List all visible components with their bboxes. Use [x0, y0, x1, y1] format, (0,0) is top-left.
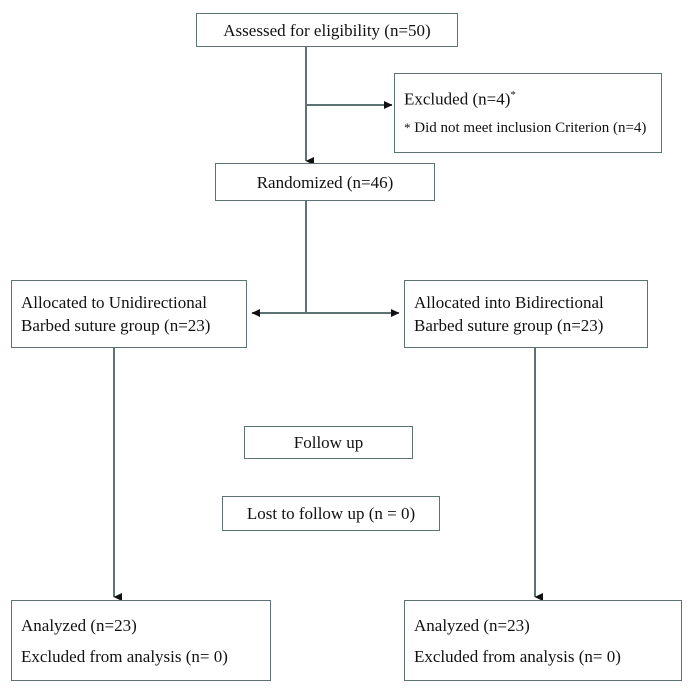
node-analyzed-right-line2: Excluded from analysis (n= 0) [414, 646, 621, 666]
node-excluded: Excluded (n=4)* * Did not meet inclusion… [394, 73, 662, 153]
node-lost-to-follow-up-label: Lost to follow up (n = 0) [246, 504, 416, 523]
node-allocated-unidirectional: Allocated to Unidirectional Barbed sutur… [11, 280, 247, 348]
node-assessed-label: Assessed for eligibility (n=50) [223, 20, 431, 40]
node-assessed-for-eligibility: Assessed for eligibility (n=50) [196, 13, 458, 47]
node-analyzed-left-line1: Analyzed (n=23) [21, 615, 137, 635]
node-analyzed-left-line2: Excluded from analysis (n= 0) [21, 646, 228, 666]
node-excluded-line1-text: Excluded (n=4) [404, 89, 511, 109]
node-allocated-unidirectional-line1: Allocated to Unidirectional [21, 293, 207, 312]
node-lost-to-follow-up: Lost to follow up (n = 0) [222, 496, 440, 531]
node-allocated-bidirectional-line2: Barbed suture group (n=23) [414, 316, 604, 335]
node-allocated-unidirectional-line2: Barbed suture group (n=23) [21, 316, 211, 335]
node-allocated-bidirectional: Allocated into Bidirectional Barbed sutu… [404, 280, 648, 348]
node-analyzed-right: Analyzed (n=23) Excluded from analysis (… [404, 600, 682, 681]
node-randomized: Randomized (n=46) [215, 163, 435, 201]
node-randomized-label: Randomized (n=46) [256, 172, 394, 192]
asterisk-note-icon: * [404, 120, 411, 136]
node-excluded-line2-text: Did not meet inclusion Criterion (n=4) [410, 120, 647, 137]
asterisk-marker-icon: * [510, 88, 516, 101]
node-analyzed-right-line1: Analyzed (n=23) [414, 615, 530, 635]
node-analyzed-left: Analyzed (n=23) Excluded from analysis (… [11, 600, 271, 681]
node-follow-up-label: Follow up [293, 433, 364, 452]
node-follow-up: Follow up [244, 426, 413, 459]
node-excluded-line1: Excluded (n=4)* [404, 88, 661, 109]
node-allocated-bidirectional-line1: Allocated into Bidirectional [414, 293, 604, 312]
node-excluded-line2: * Did not meet inclusion Criterion (n=4) [404, 121, 661, 136]
